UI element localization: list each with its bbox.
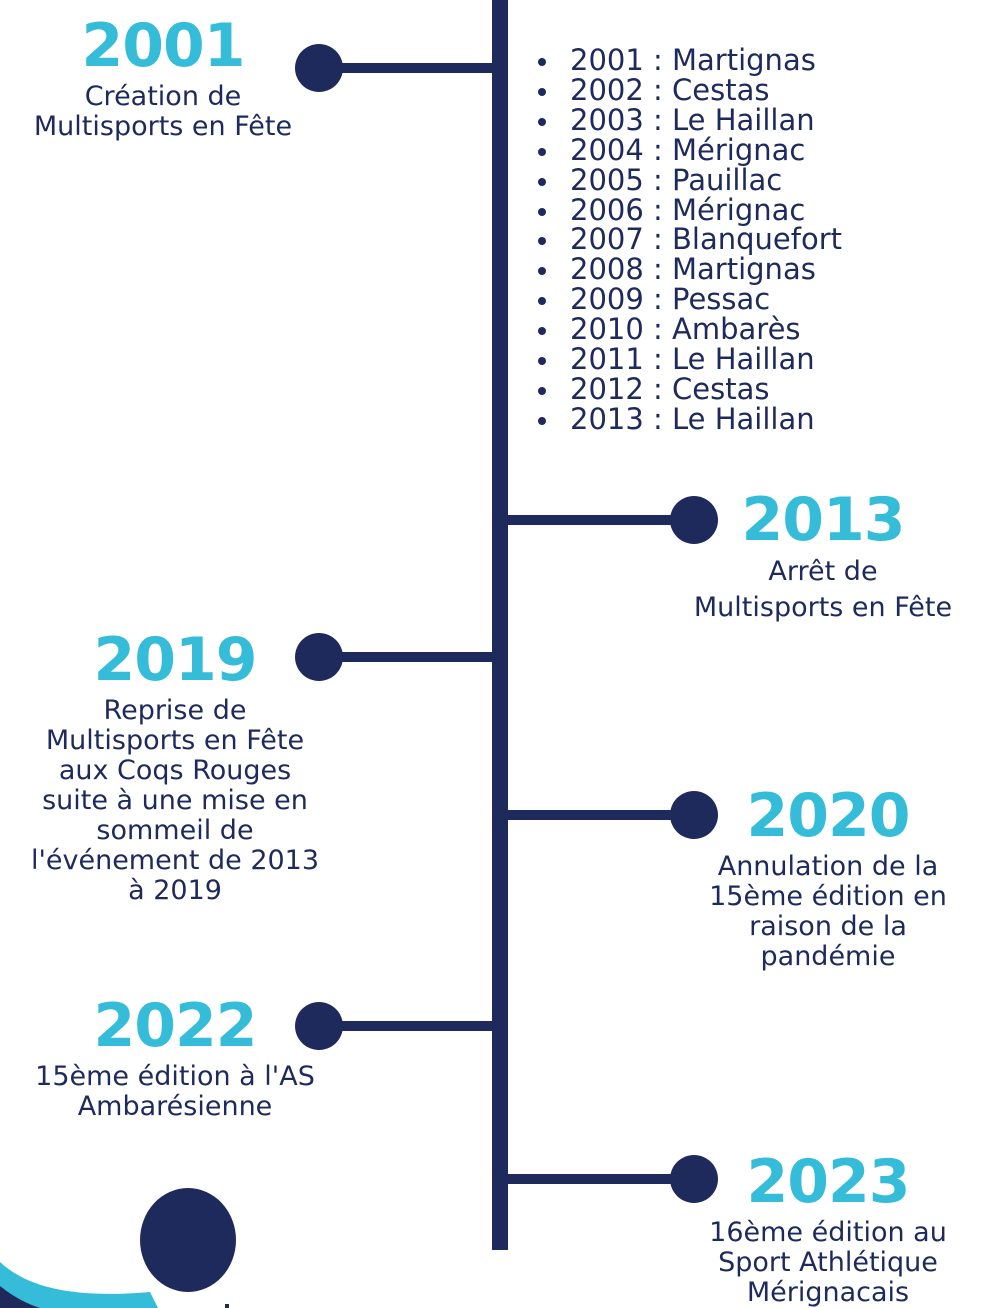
- event-description: Création de Multisports en Fête: [0, 82, 326, 142]
- list-item: 2005 : Pauillac: [538, 165, 842, 196]
- description-line: Mérignacais: [746, 1277, 910, 1308]
- description-line: à 2019: [128, 875, 222, 906]
- list-item: 2002 : Cestas: [538, 75, 842, 106]
- description-line: l'événement de 2013: [30, 845, 320, 876]
- list-item: 2009 : Pessac: [538, 284, 842, 315]
- list-item: 2011 : Le Haillan: [538, 344, 842, 375]
- marker-dot-2001: [295, 44, 343, 92]
- event-description: Annulation de la 15ème édition en raison…: [676, 852, 980, 972]
- event-year: 2022: [93, 991, 258, 1061]
- marker-dot-2020: [670, 791, 718, 839]
- event-year: 2001: [81, 11, 246, 81]
- event-2020: 2020 Annulation de la 15ème édition en r…: [676, 786, 980, 972]
- event-2022: 2022 15ème édition à l'AS Ambarésienne: [0, 996, 350, 1122]
- marker-dot-2022: [295, 1002, 343, 1050]
- list-item: 2007 : Blanquefort: [538, 225, 842, 255]
- branch-2019: [318, 652, 496, 662]
- list-item: 2001 : Martignas: [538, 45, 842, 76]
- list-item: 2008 : Martignas: [538, 254, 842, 285]
- branch-2020: [504, 810, 694, 820]
- timeline-axis: [492, 0, 508, 1250]
- marker-dot-2013: [670, 496, 718, 544]
- list-item: 2004 : Mérignac: [538, 135, 842, 166]
- description-line: Multisports en Fête: [693, 592, 953, 623]
- event-year: 2019: [93, 625, 258, 695]
- list-item: 2003 : Le Haillan: [538, 105, 842, 136]
- branch-2022: [318, 1021, 496, 1031]
- event-description: 16ème édition au Sport Athlétique Mérign…: [676, 1218, 980, 1308]
- description-line: Création de: [84, 81, 242, 112]
- marker-dot-2023: [670, 1155, 718, 1203]
- event-2023: 2023 16ème édition au Sport Athlétique M…: [676, 1152, 980, 1308]
- event-2019: 2019 Reprise de Multisports en Fête aux …: [0, 630, 350, 906]
- event-year: 2023: [746, 1147, 911, 1217]
- marker-dot-2019: [295, 633, 343, 681]
- description-line: Arrêt de: [768, 556, 878, 587]
- description-line: aux Coqs Rouges: [58, 755, 292, 786]
- event-year: 2013: [741, 485, 906, 555]
- description-line: Annulation de la: [717, 851, 939, 882]
- list-item: 2010 : Ambarès: [538, 314, 842, 345]
- description-line: sommeil de: [96, 815, 254, 846]
- list-item: 2013 : Le Haillan: [538, 404, 842, 435]
- branch-2013: [504, 515, 694, 525]
- description-line: 15ème édition à l'AS: [35, 1061, 315, 1092]
- description-line: pandémie: [760, 941, 896, 972]
- athlete-figure-icon: [0, 1188, 236, 1308]
- description-line: raison de la: [749, 911, 907, 942]
- branch-2023: [504, 1174, 694, 1184]
- description-line: Sport Athlétique: [718, 1247, 938, 1278]
- branch-2001: [318, 63, 496, 73]
- event-description: Arrêt de Multisports en Fête: [662, 554, 984, 626]
- list-item: 2012 : Cestas: [538, 374, 842, 405]
- description-line: Multisports en Fête: [33, 111, 293, 142]
- event-2013: 2013 Arrêt de Multisports en Fête: [662, 490, 984, 626]
- event-year: 2020: [746, 781, 911, 851]
- description-line: Reprise de: [103, 695, 247, 726]
- host-cities-list: 2001 : Martignas 2002 : Cestas 2003 : Le…: [538, 45, 842, 435]
- list-item: 2006 : Mérignac: [538, 195, 842, 226]
- event-2001: 2001 Création de Multisports en Fête: [0, 16, 326, 142]
- description-line: Ambarésienne: [77, 1091, 273, 1122]
- description-line: 16ème édition au: [709, 1217, 947, 1248]
- event-description: 15ème édition à l'AS Ambarésienne: [0, 1062, 350, 1122]
- description-line: suite à une mise en: [42, 785, 308, 816]
- event-description: Reprise de Multisports en Fête aux Coqs …: [0, 696, 350, 906]
- description-line: Multisports en Fête: [45, 725, 305, 756]
- description-line: 15ème édition en: [709, 881, 947, 912]
